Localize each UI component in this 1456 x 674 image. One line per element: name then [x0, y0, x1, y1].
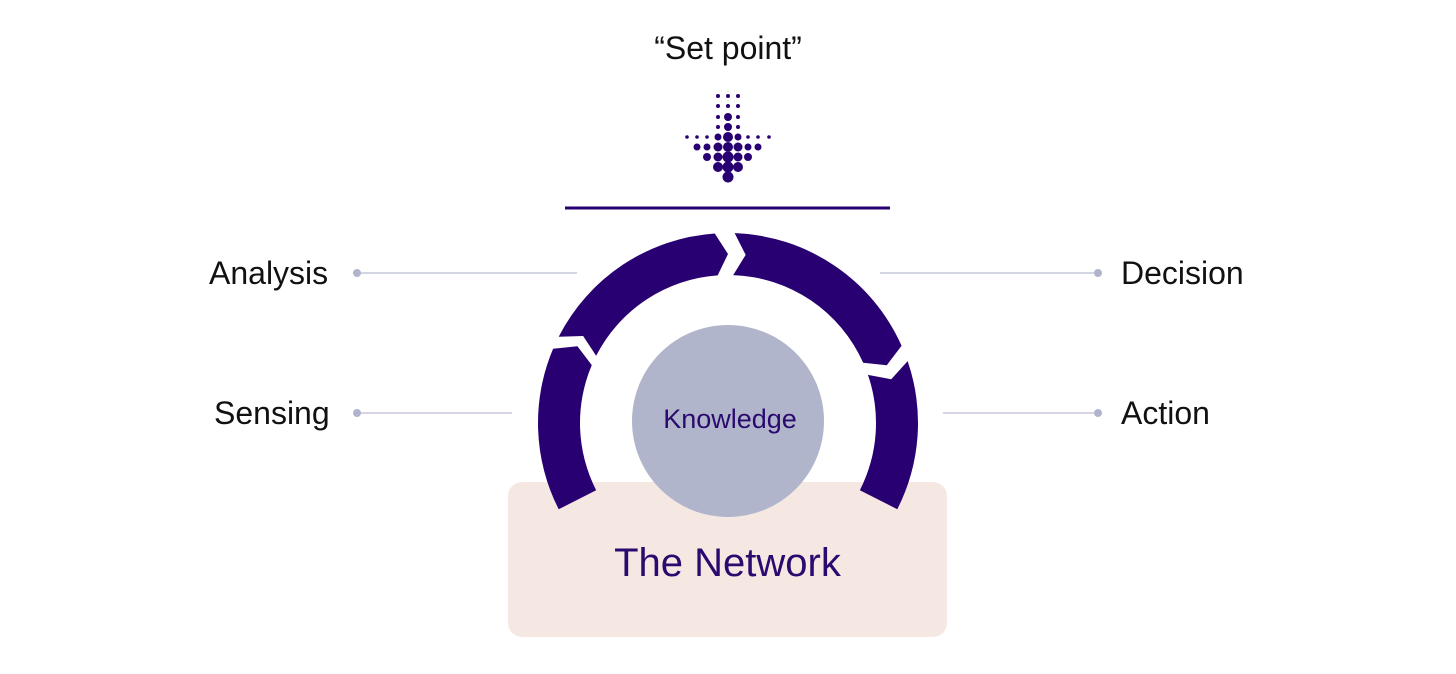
connector-decision	[880, 269, 1102, 277]
arrow-dot	[756, 135, 760, 139]
arrow-dot	[703, 153, 711, 161]
arrow-dot	[693, 143, 701, 151]
cycle-arrow-decision	[733, 233, 902, 366]
arrow-dot	[734, 133, 742, 141]
arrow-dot	[722, 171, 734, 183]
connector-action	[943, 409, 1102, 417]
arrow-dot	[733, 152, 743, 162]
arrow-dot	[716, 104, 720, 108]
arrow-dot	[736, 104, 740, 108]
network-label: The Network	[614, 541, 841, 585]
arrow-dot	[726, 94, 730, 98]
arrow-dot	[754, 143, 762, 151]
knowledge-label: Knowledge	[663, 404, 797, 434]
arrow-dot	[713, 152, 723, 162]
arrow-dot	[724, 123, 732, 131]
arrow-dot	[716, 94, 720, 98]
cycle-arrow-action	[859, 361, 918, 510]
down-arrow-icon	[685, 94, 771, 183]
arrow-dot	[716, 115, 720, 119]
label-decision: Decision	[1121, 255, 1244, 291]
cycle-arrow-sensing	[537, 346, 597, 510]
arrow-dot	[733, 162, 743, 172]
arrow-dot	[736, 94, 740, 98]
arrow-dot	[703, 143, 711, 151]
label-sensing: Sensing	[214, 395, 330, 431]
arrow-dot	[723, 132, 733, 142]
cycle-arrow-analysis	[558, 233, 728, 356]
arrow-dot	[722, 161, 734, 173]
arrow-dot	[695, 135, 699, 139]
set-point-title: “Set point”	[654, 30, 802, 66]
arrow-dot	[744, 143, 752, 151]
arrow-dot	[736, 115, 740, 119]
arrow-dot	[733, 142, 743, 152]
arrow-dot	[713, 162, 723, 172]
arrow-dot	[716, 125, 720, 129]
arrow-dot	[767, 135, 771, 139]
arrow-dot	[685, 135, 689, 139]
arrow-dot	[705, 135, 709, 139]
connector-analysis	[353, 269, 577, 277]
arrow-dot	[744, 153, 752, 161]
arrow-dot	[736, 125, 740, 129]
arrow-dot	[724, 113, 732, 121]
arrow-dot	[746, 135, 750, 139]
label-analysis: Analysis	[209, 255, 329, 291]
arrow-dot	[723, 142, 733, 152]
arrow-dot	[713, 142, 723, 152]
connector-sensing	[353, 409, 512, 417]
label-action: Action	[1121, 395, 1210, 431]
arrow-dot	[726, 104, 730, 108]
knowledge-circle	[632, 325, 824, 517]
arrow-dot	[722, 151, 734, 163]
arrow-dot	[714, 133, 722, 141]
